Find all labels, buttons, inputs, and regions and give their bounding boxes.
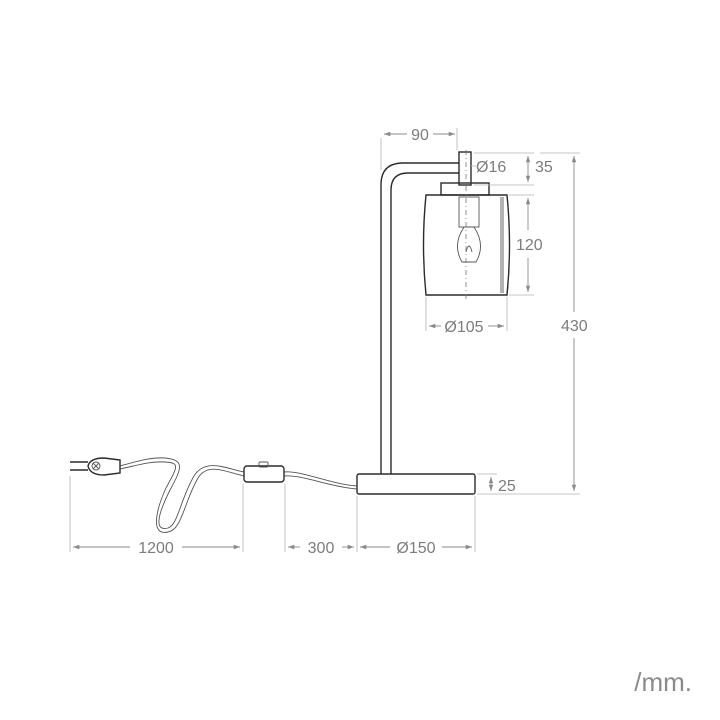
dimension-holder-height: 35 (474, 152, 553, 186)
lamp-shade (422, 194, 511, 296)
dimension-holder-diameter: Ø16 (471, 159, 506, 176)
arm-reach-label: 90 (411, 127, 429, 144)
base-diameter-label: Ø150 (396, 540, 435, 557)
dimension-shade-height: 120 (509, 194, 543, 296)
unit-label: /mm. (634, 667, 692, 697)
holder-diameter-label: Ø16 (476, 159, 506, 176)
dimension-arm-reach: 90 (380, 127, 458, 170)
base-height-label: 25 (498, 478, 516, 495)
switch-distance-label: 300 (308, 540, 335, 557)
dimension-shade-diameter: Ø105 (425, 297, 508, 336)
inline-switch (243, 461, 285, 483)
dimension-total-height: 430 (477, 152, 588, 495)
lamp-base (356, 473, 476, 495)
cable-length-label: 1200 (138, 540, 174, 557)
shade-diameter-label: Ø105 (444, 319, 483, 336)
power-cable (119, 457, 358, 533)
shade-height-label: 120 (516, 237, 543, 254)
bulb (457, 196, 481, 263)
dimension-base-height: 25 (477, 473, 516, 495)
dimension-switch-distance: 300 (284, 484, 358, 557)
lamp-arm (380, 162, 459, 474)
total-height-label: 430 (561, 318, 588, 335)
holder-height-label: 35 (535, 159, 553, 176)
power-plug (70, 457, 121, 476)
dimension-cable-length: 1200 (69, 476, 244, 557)
dimension-base-diameter: Ø150 (360, 496, 476, 557)
